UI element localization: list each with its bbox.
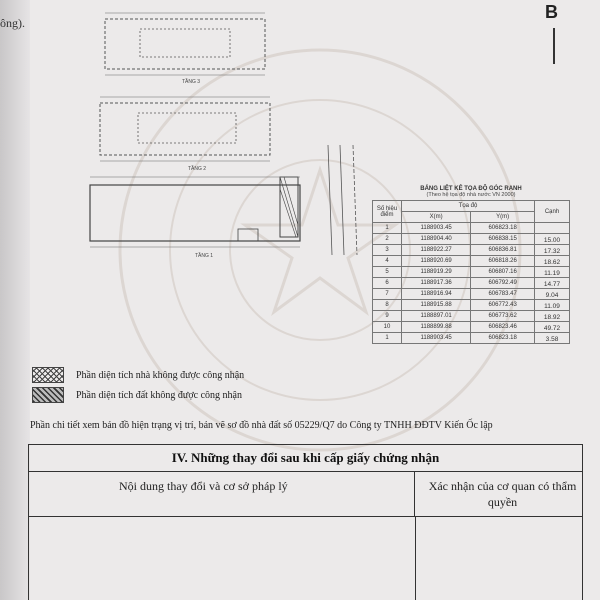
edge-length: 15.00 [543,237,561,244]
cell-x: 1188903.45 [400,332,472,344]
col-coord: Tọa độ [401,200,535,212]
col-edge: Cạnh [534,200,570,223]
pen-mark [553,28,555,64]
legend-row-land: Phần diện tích đất không được công nhận [32,386,412,404]
floor-1-label: TẦNG 1 [195,252,213,259]
floor-1-plan: TẦNG 1 [89,176,301,259]
cell-point: 5 [372,266,402,278]
cell-point: 6 [372,277,402,289]
cell-x: 1188903.45 [400,222,472,234]
edge-length: 11.19 [544,270,560,277]
coordinate-table-block: BẢNG LIỆT KÊ TỌA ĐỘ GÓC RANH (Theo hệ tọ… [372,186,570,344]
cell-point: 2 [372,233,402,245]
cell-y: 606792.49 [470,277,535,289]
cell-y: 606772.43 [470,299,535,311]
edge-length: 11.09 [544,303,560,310]
cell-point: 7 [372,288,402,300]
edge-length-column: 15.00 17.32 18.62 11.19 14.77 9.04 11.09… [537,237,567,347]
cell-point: 3 [372,244,402,256]
col-point: Số hiệu điểm [372,200,402,223]
edge-length: 14.77 [543,281,561,288]
floor-2-plan: TẦNG 2 [99,96,271,172]
cell-y: 606823.46 [470,321,535,333]
cell-x: 1188899.88 [400,321,472,333]
cell-x: 1188922.27 [400,244,472,256]
page-letter: B [545,2,558,22]
section-iv-col-content: Nội dung thay đổi và cơ sở pháp lý [29,472,415,516]
section-iv-title: IV. Những thay đổi sau khi cấp giấy chứn… [29,445,582,472]
edge-length: 9.04 [545,292,559,299]
cell-x: 1188920.69 [400,255,472,267]
coordinate-table-subtitle: (Theo hệ tọa độ nhà nước VN 2000) [426,192,516,198]
edge-length: 18.62 [543,259,561,266]
coordinate-table-title: BẢNG LIỆT KÊ TỌA ĐỘ GÓC RANH [420,186,522,192]
section-iv-header: Nội dung thay đổi và cơ sở pháp lý Xác n… [29,472,582,517]
section-iv-body [29,517,582,600]
edge-length: 3.58 [545,336,559,343]
edge-length: 17.32 [543,248,561,255]
legend-house-text: Phần diện tích nhà không được công nhận [76,369,245,381]
cell-y: 606823.18 [470,222,535,234]
cell-x: 1188904.40 [400,233,472,245]
cell-point: 4 [372,255,402,267]
cell-x: 1188919.29 [400,266,472,278]
page-edge-shadow [0,0,30,600]
cell-y: 606807.16 [470,266,535,278]
cell-x: 1188897.01 [400,310,472,322]
cell-y: 606838.15 [470,233,535,245]
cell-x: 1188915.88 [400,299,472,311]
cell-x: 1188917.36 [400,277,472,289]
crosshatch-swatch-icon [32,367,64,383]
cell-y: 606773.62 [470,310,535,322]
col-x: X(m) [400,211,472,223]
cell-point: 8 [372,299,402,311]
cell-y: 606783.47 [470,288,535,300]
cell-y: 606818.26 [470,255,535,267]
edge-length: 18.92 [543,314,561,321]
legend-row-house: Phần diện tích nhà không được công nhận [32,366,412,384]
section-iv-table: IV. Những thay đổi sau khi cấp giấy chứn… [28,444,583,600]
section-iv-col-confirm: Xác nhận của cơ quan có thẩm quyền [428,479,577,509]
edge-length: 49.72 [543,325,561,332]
floor-3-plan: TẦNG 3 [104,12,266,85]
cell-y: 606823.18 [470,332,535,344]
cell-point: 10 [372,321,402,333]
section-iv-content-cell [29,517,416,600]
diagonal-hatch-swatch-icon [32,387,64,403]
cell-edge [534,222,570,234]
detail-note: Phần chi tiết xem bản đồ hiện trạng vị t… [30,420,493,431]
cell-point: 9 [372,310,402,322]
cell-edge [534,332,570,344]
cell-point: 1 [372,332,402,344]
cell-x: 1188916.94 [400,288,472,300]
legend-land-text: Phần diện tích đất không được công nhận [76,389,242,401]
cell-y: 606836.81 [470,244,535,256]
floor-plan-drawings: TẦNG 3 TẦNG 2 TẦNG 1 [89,12,358,259]
floor-3-label: TẦNG 3 [182,78,200,85]
floor-2-label: TẦNG 2 [188,165,206,172]
col-y: Y(m) [470,211,535,223]
corner-text: ông). [0,16,25,30]
cell-point: 1 [372,222,402,234]
legend: Phần diện tích nhà không được công nhận … [32,366,412,406]
